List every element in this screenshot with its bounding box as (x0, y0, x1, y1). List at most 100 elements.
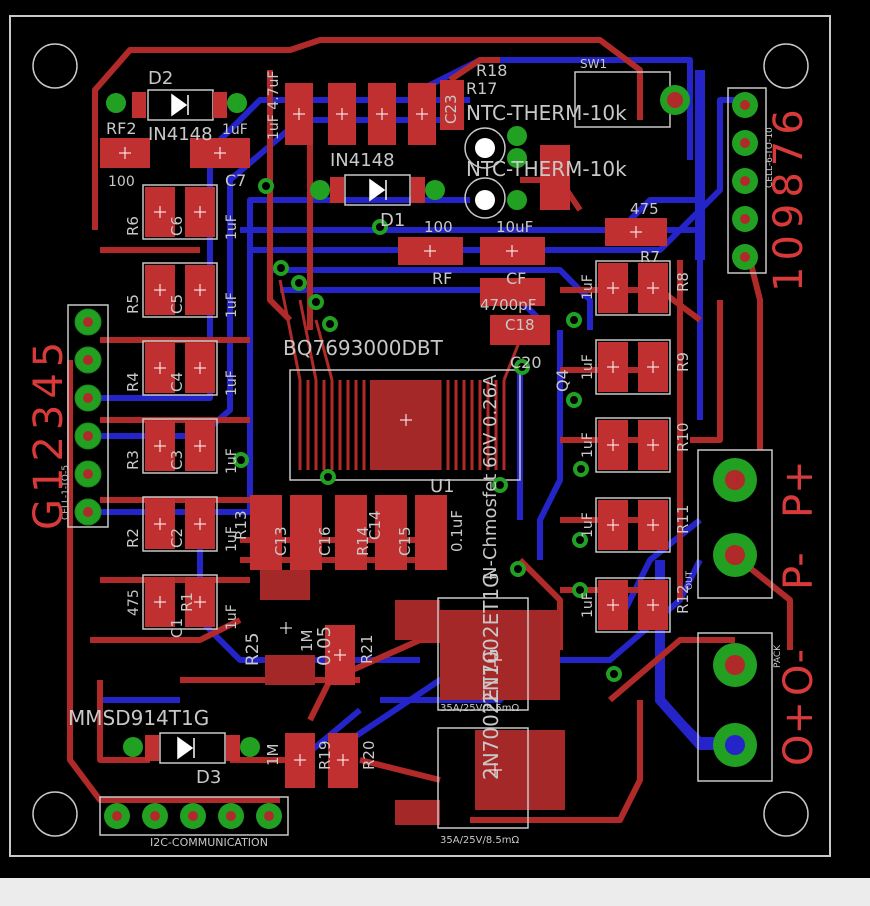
label-d3-part: MMSD914T1G (68, 706, 209, 730)
pcb-board: D2 IN4148 RF2 100 C7 1uF 1uF 4.7uF C23 R… (9, 15, 831, 857)
label-mosfet-1: 2N7002ET1G (479, 572, 503, 704)
label-cell-left-tag: CELL-1-TO-5 (61, 465, 71, 520)
label-cap-1uf-right-1: 1uF (580, 274, 596, 300)
label-rf2: RF2 (106, 119, 137, 138)
label-u1: U1 (430, 476, 455, 497)
label-p-plus: P+ (776, 460, 822, 518)
label-c6: C6 (168, 216, 186, 236)
label-cell-right-numbers: 109876 (766, 103, 812, 292)
silk-labels: D2 IN4148 RF2 100 C7 1uF 1uF 4.7uF C23 R… (61, 57, 783, 849)
label-r4: R4 (124, 372, 142, 392)
label-c7: C7 (225, 171, 246, 190)
mount-hole-br (763, 791, 809, 837)
label-r21: R21 (358, 634, 376, 664)
label-r19: R19 (316, 740, 334, 770)
label-c5: C5 (168, 294, 186, 314)
shunt-pour-2 (265, 655, 315, 685)
connector-labels: G12345 109876 P+ P- O- O+ (26, 103, 822, 766)
label-r18: R18 (476, 61, 507, 80)
label-c15: C15 (396, 526, 414, 556)
label-ic-main: BQ7693000DBT (283, 336, 444, 360)
label-c16: C16 (316, 526, 334, 556)
label-sw1: SW1 (580, 57, 607, 71)
label-d3: D3 (196, 767, 221, 788)
pad-markers (119, 108, 659, 777)
label-r10: R10 (674, 422, 692, 452)
label-r1: R1 (178, 592, 196, 612)
label-c4: C4 (168, 372, 186, 392)
label-r7: R7 (640, 248, 660, 266)
label-mosfet-2: 2N7002ET1G (479, 648, 503, 780)
mosfet1-drain-pour (440, 610, 560, 700)
label-r-1m: 1M (298, 630, 316, 653)
pcb-layout: D2 IN4148 RF2 100 C7 1uF 1uF 4.7uF C23 R… (9, 15, 831, 857)
label-c3: C3 (168, 450, 186, 470)
label-cap-1uf-left-1: 1uF (224, 214, 240, 240)
silk-outlines (67, 71, 773, 836)
label-cap-1uf-right-4: 1uF (580, 512, 596, 538)
label-res-475-left: 475 (126, 589, 142, 616)
label-p-minus: P- (776, 552, 822, 590)
ic-outline (289, 369, 521, 481)
label-cf: CF (506, 269, 526, 288)
shunt-pour (260, 570, 310, 600)
label-mosfet: N-Chmosfet 60V 0.26A (480, 374, 501, 580)
label-cell-left-numbers: G12345 (26, 336, 72, 530)
label-o-minus: O- (776, 649, 822, 696)
label-r9: R9 (674, 352, 692, 372)
label-rf2-val: 100 (108, 174, 135, 190)
label-o-plus: O+ (776, 701, 822, 766)
label-r12: R12 (674, 584, 692, 614)
diode-bodies (132, 92, 425, 761)
label-r20-val: 1M (264, 744, 282, 767)
label-r3: R3 (124, 450, 142, 470)
vias (233, 178, 622, 682)
through-hole-pads (74, 85, 758, 829)
label-r17: R17 (466, 79, 497, 98)
label-cap-1uf-left-2: 1uF (224, 292, 240, 318)
label-q4: Q4 (553, 369, 572, 392)
label-mosfet-rating-1: 35A/25V/8.5mΩ (440, 703, 520, 714)
label-c14: C14 (366, 510, 384, 540)
label-r7-val: 475 (630, 200, 659, 218)
mosfet2-tab (395, 800, 440, 825)
label-r-005: 0.05 (314, 626, 335, 666)
power-pours (260, 380, 565, 825)
diode-pins (106, 93, 445, 757)
label-d2-part: IN4148 (148, 124, 213, 145)
label-r13: R13 (232, 510, 250, 540)
status-strip (0, 878, 870, 906)
label-c19-group: 1uF 4.7uF (266, 71, 282, 140)
ic-center-pad (370, 380, 440, 470)
label-cap-1uf-left-4: 1uF (224, 448, 240, 474)
label-r11: R11 (674, 504, 692, 534)
mounting-holes (32, 43, 809, 837)
label-rf-val: 100 (424, 218, 453, 236)
label-cap-1uf-left-3: 1uF (224, 370, 240, 396)
cell-header-left-pins (74, 308, 102, 526)
label-i2c-tag: I2C-COMMUNICATION (150, 836, 268, 849)
label-cap-1uf-left-6: 1uF (224, 604, 240, 630)
label-cf-val: 10uF (496, 218, 533, 236)
label-ntc2: NTC-THERM-10k (466, 157, 627, 181)
label-r2: R2 (124, 528, 142, 548)
label-cap-1uf-right-3: 1uF (580, 432, 596, 458)
mount-hole-bl (32, 791, 78, 837)
label-out-tag: OUT (685, 570, 695, 590)
mount-hole-tl (32, 43, 78, 89)
label-r20: R20 (360, 740, 378, 770)
label-pack-tag: PACK (773, 644, 783, 668)
label-ntc1: NTC-THERM-10k (466, 101, 627, 125)
label-c23: C23 (442, 94, 460, 124)
label-c18: C18 (505, 316, 535, 334)
label-d2: D2 (148, 68, 173, 89)
label-cap-01uf: 0.1uF (448, 510, 466, 552)
label-cap-1uf-left-5: 1uF (224, 526, 240, 552)
label-d1-part: IN4148 (330, 150, 395, 171)
mount-hole-tr (763, 43, 809, 89)
label-mosfet-rating-2: 35A/25V/8.5mΩ (440, 835, 520, 846)
ntc-pins (475, 126, 527, 210)
label-rf: RF (432, 269, 452, 288)
label-c7-val: 1uF (222, 122, 248, 138)
label-r5: R5 (124, 294, 142, 314)
